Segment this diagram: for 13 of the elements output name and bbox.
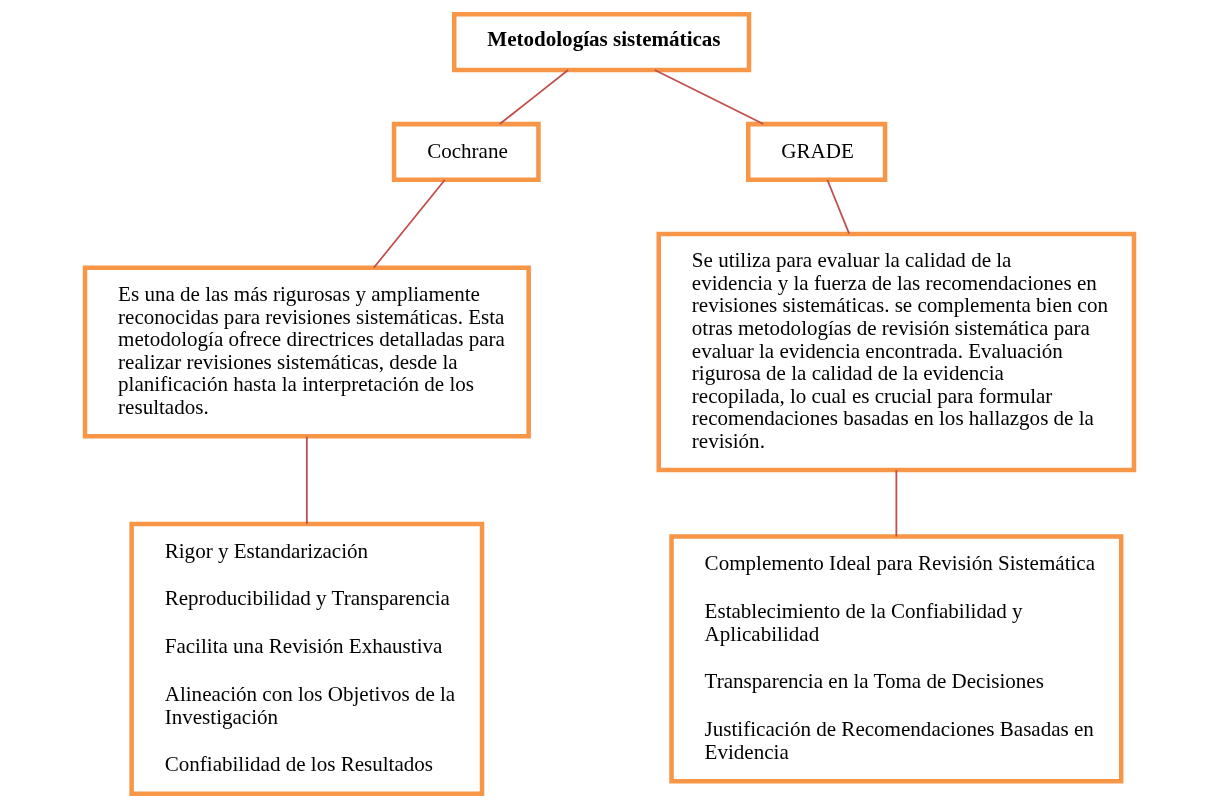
connector: [305, 435, 308, 526]
node-box: Metodologías sistemáticas: [451, 12, 752, 73]
node-box: GRADE: [745, 121, 888, 183]
connector: [895, 469, 898, 538]
connector: [653, 69, 765, 125]
node-box: Se utiliza para evaluar la calidad de la evidencia y la fuerza de las recomendaciones en revisiones sistemáticas. se complementa bien con otras metodologías de revisión sistemática para evaluar la evidencia encontrada. Evaluación rigurosa de la calidad de la evidencia recopilada, lo cual es crucial para formular recomendaciones basadas en los hallazgos de la revisión.: [656, 231, 1137, 473]
connector: [372, 179, 446, 269]
connector: [826, 179, 851, 235]
node-box: Cochrane: [391, 121, 541, 183]
node-box: Es una de las más rigurosas y ampliamente reconocidas para revisiones sistemáticas. Esta metodología ofrece directrices detalladas para realizar revisiones sistemáticas, desde la planificación hasta la interpretación de los resultados.: [82, 265, 531, 439]
node-box: Rigor y Estandarización Reproducibilidad y Transparencia Facilita una Revisión Exhaustiva Alineación con los Objetivos de la Investigación Confiabilidad de los Resultados: [129, 521, 485, 797]
node-box: Complemento Ideal para Revisión Sistemática Establecimiento de la Confiabilidad y Aplicabilidad Transparencia en la Toma de Decisiones Justificación de Recomendaciones Basadas en Evidencia: [669, 534, 1124, 784]
connector: [498, 69, 570, 125]
